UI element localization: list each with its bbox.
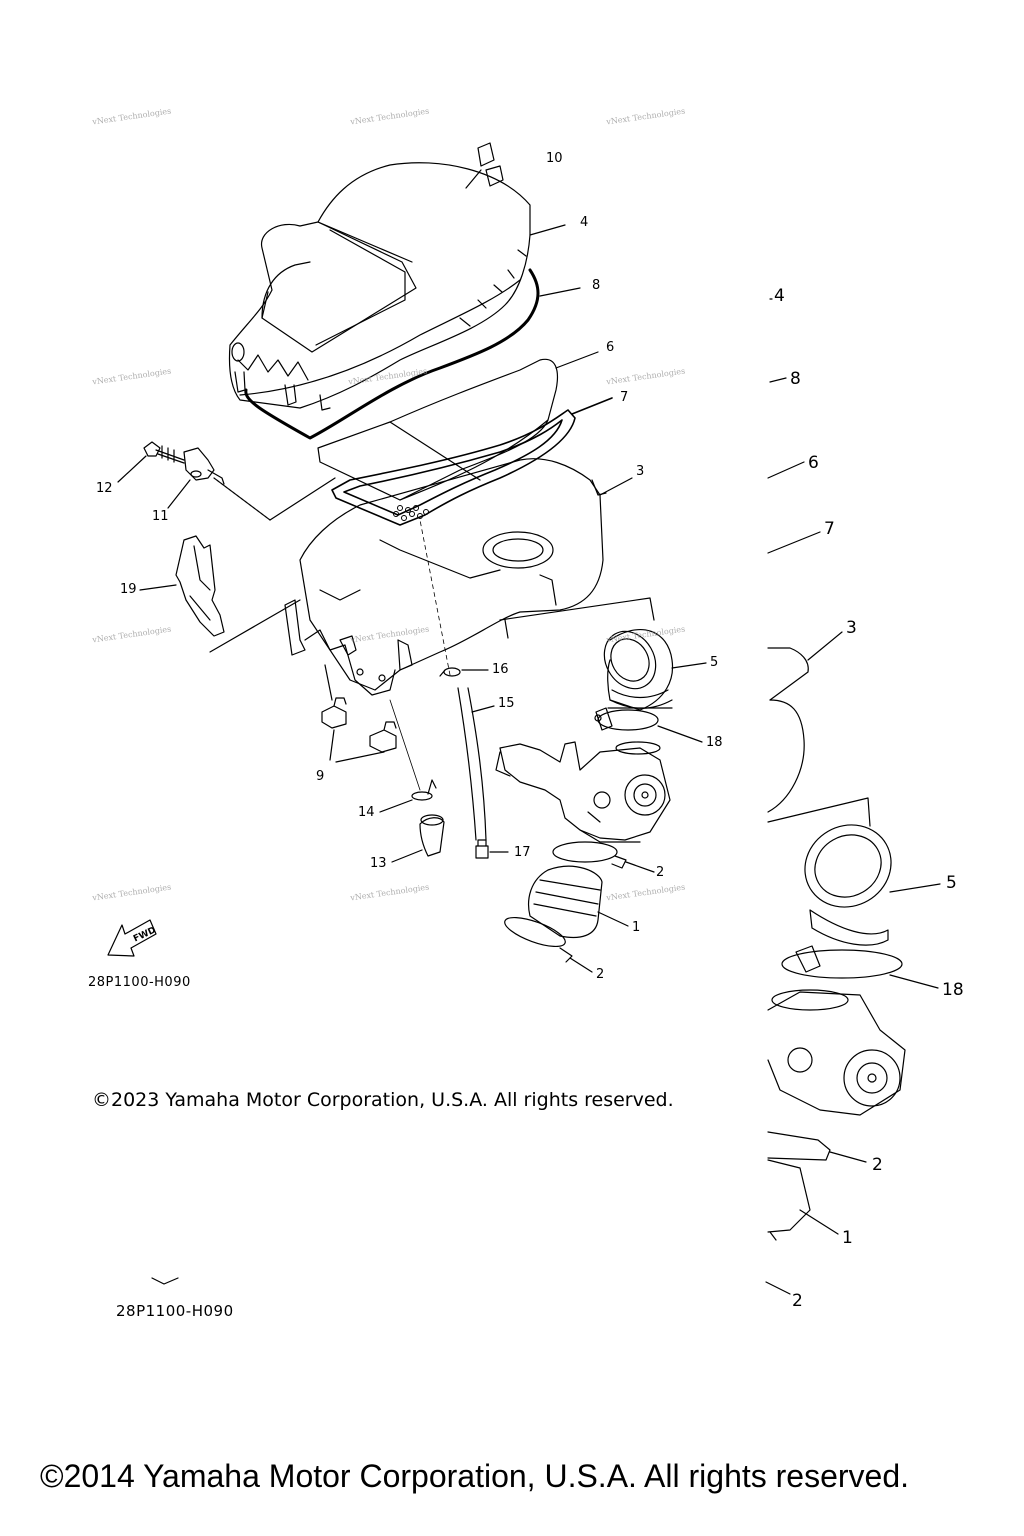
callout-14: 14 [358,805,375,820]
part-12-screw [117,441,185,483]
zoom-callout-5: 5 [946,873,957,893]
part-10-label-sticker [465,142,504,189]
zoom-callout-6: 6 [808,453,819,473]
part-5-intake-joint [603,629,707,711]
part-1-intake-manifold [527,865,629,939]
zoom-callout-3: 3 [846,618,857,638]
callout-3: 3 [636,464,645,479]
part-18-clamp [594,707,703,743]
callout-6: 6 [606,340,615,355]
callout-15: 15 [498,696,515,711]
callout-2-lower: 2 [596,967,605,982]
callout-13: 13 [370,856,387,871]
part-4-air-cleaner-cover [228,162,566,411]
part-7-filter-gasket [331,397,613,526]
zoom-callout-1: 1 [842,1228,853,1248]
part-11-intake-temp-sensor [167,447,336,521]
throttle-body [495,741,671,843]
part-19-bracket [139,535,301,653]
callout-19: 19 [120,582,137,597]
callout-16: 16 [492,662,509,677]
zoom-callout-8: 8 [790,369,801,389]
part-15-breather-hose [457,687,495,841]
zoom-callout-7: 7 [824,519,835,539]
part-2-lower-clamp [504,916,593,973]
callout-9: 9 [316,769,325,784]
zoom-callout-4: 4 [774,286,785,306]
part-6-air-filter [317,351,599,501]
callout-5: 5 [710,655,719,670]
callout-17: 17 [514,845,531,860]
part-code: 28P1100-H090 [88,975,191,990]
zoom-callout-2-lower: 2 [792,1291,803,1311]
callout-7: 7 [620,390,629,405]
part-2-upper-clamp [552,841,655,873]
part-9-dampers [321,664,397,763]
copyright-inner: ©2023 Yamaha Motor Corporation, U.S.A. A… [92,1089,674,1111]
callout-8: 8 [592,278,601,293]
part-8-gasket [244,268,540,440]
zoom-callout-18: 18 [942,980,964,1000]
part-13-drain-tube [391,814,445,863]
zoomed-detail-panel [151,298,941,1295]
callout-10: 10 [546,151,563,166]
part-14-clip [379,699,437,813]
callout-1: 1 [632,920,641,935]
part-code-repeat: 28P1100-H090 [116,1302,234,1320]
fwd-arrow-icon [107,919,157,957]
callout-12: 12 [96,481,113,496]
copyright-footer: ©2014 Yamaha Motor Corporation, U.S.A. A… [40,1458,910,1494]
callout-18: 18 [706,735,723,750]
callout-4: 4 [580,215,589,230]
callout-2: 2 [656,865,665,880]
part-3-air-cleaner-case [284,458,655,696]
part-16-clip [419,519,489,677]
callout-11: 11 [152,509,169,524]
zoom-callout-2: 2 [872,1155,883,1175]
part-17-plug [475,839,509,859]
